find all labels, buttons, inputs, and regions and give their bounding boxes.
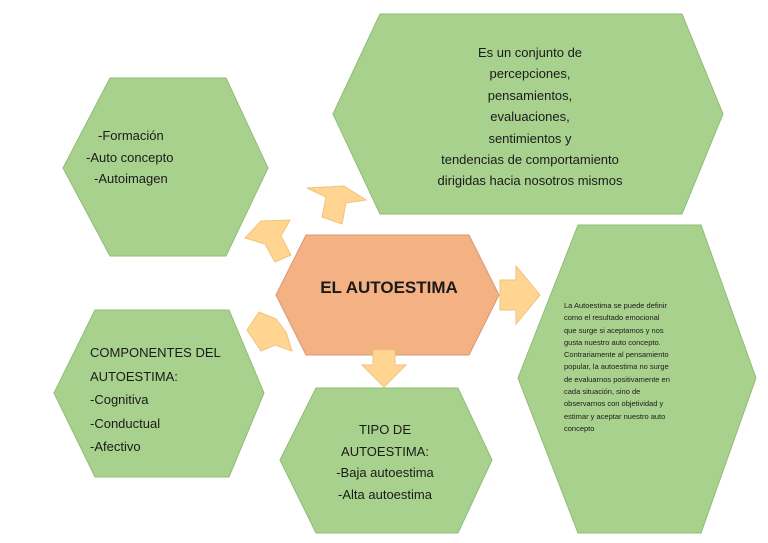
arrow-to-extended-definition [499,264,541,326]
type-item: -Alta autoestima [338,486,432,502]
definition-line: tendencias de comportamiento [441,152,619,168]
hexagon-definition [332,13,724,215]
arrow-to-factors [244,219,292,263]
factor-item: -Formación [98,128,164,143]
extended-line: concepto [564,423,595,433]
extended-line: estimar y aceptar nuestro auto [564,411,666,421]
components-text: COMPONENTES DEL AUTOESTIMA: -Cognitiva -… [90,341,250,459]
hexagon-extended-definition [517,224,757,534]
types-heading: AUTOESTIMA: [341,443,429,459]
extended-line: que surge si aceptamos y nos [564,325,664,335]
arrow-to-types [360,349,408,388]
extended-line: como el resultado emocional [564,313,660,323]
factor-item: -Autoimagen [94,171,168,186]
definition-line: dirigidas hacia nosotros mismos [437,173,623,189]
extended-definition-text: La Autoestima se puede definir como el r… [564,300,720,435]
component-item: -Afectivo [90,439,141,454]
extended-line: Contrariamente al pensamiento [564,350,669,360]
factors-text: -Formación -Auto concepto -Autoimagen [70,125,210,190]
definition-line: sentimientos y [488,130,572,146]
definition-line: percepciones, [489,66,571,82]
arrow-to-definition [306,185,368,225]
center-title: EL AUTOESTIMA [320,278,458,297]
hexagon-components [53,309,265,478]
types-heading: TIPO DE [358,422,411,437]
extended-line: popular, la autoestima no surge [564,362,669,372]
factor-item: -Auto concepto [86,149,174,165]
type-item: -Baja autoestima [336,465,434,480]
components-heading: AUTOESTIMA: [90,368,178,384]
components-heading: COMPONENTES DEL [90,345,221,360]
arrow-to-components [246,311,293,352]
definition-line: evaluaciones, [490,109,570,125]
extended-line: cada situación, sino de [564,387,641,397]
extended-line: de evaluarnos positivamente en [564,374,670,384]
extended-line: La Autoestima se puede definir [564,301,667,310]
component-item: -Conductual [90,415,161,431]
hexagon-factors [62,77,269,257]
hexagon-types [279,387,493,534]
definition-line: Es un conjunto de [477,45,583,60]
extended-line: observarnos con objetividad y [564,399,664,409]
types-text: TIPO DE AUTOESTIMA: -Baja autoestima -Al… [300,419,470,505]
definition-text: Es un conjunto de percepciones, pensamie… [380,42,680,192]
center-hexagon [275,234,500,356]
definition-line: pensamientos, [487,87,573,103]
extended-line: gusta nuestro auto concepto. [564,337,661,347]
component-item: -Cognitiva [90,392,149,407]
